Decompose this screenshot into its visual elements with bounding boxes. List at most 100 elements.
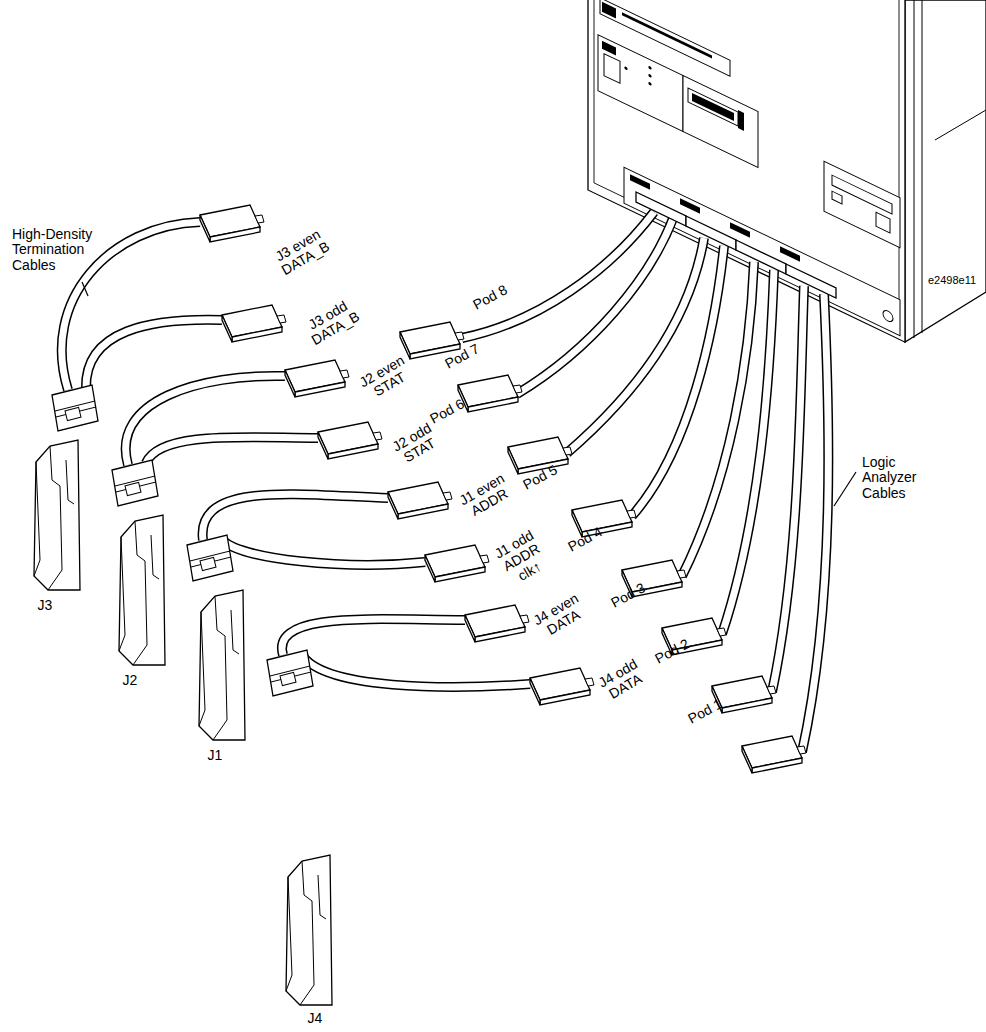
drawing-part	[622, 12, 712, 58]
drawing-part	[602, 2, 616, 19]
termination-pods	[200, 205, 594, 705]
drawing-part	[648, 81, 651, 86]
drawing-part	[780, 246, 800, 262]
drawing-part	[285, 360, 349, 397]
drawing-part	[922, 0, 923, 333]
figure-id: e2498e11	[928, 274, 976, 286]
drawing-part	[187, 535, 233, 581]
drawing-part	[648, 73, 651, 78]
drawing-part	[286, 855, 332, 1005]
drawing-part	[722, 270, 774, 634]
drawing-part	[686, 216, 736, 250]
drawing-part	[786, 264, 836, 298]
pod-label: Pod 2	[652, 637, 692, 668]
drawing-part	[736, 240, 786, 274]
drawing-part	[221, 538, 425, 565]
drawing-part	[282, 619, 465, 655]
drawing-part	[86, 320, 222, 388]
part-label: J3	[38, 598, 53, 613]
drawing-part	[62, 222, 530, 687]
termination-plugs	[52, 385, 313, 696]
pod-label: Pod 1	[685, 697, 725, 728]
drawing-part	[199, 590, 245, 740]
drawing-part	[688, 88, 738, 126]
drawing-part	[267, 650, 313, 696]
pod-label: Pod 8	[470, 283, 510, 314]
drawing-part	[318, 422, 382, 459]
drawing-part	[680, 198, 700, 214]
drawing-part	[146, 437, 318, 463]
termination-cables	[62, 222, 530, 687]
drawing-part	[632, 246, 724, 516]
drawing-part	[632, 246, 724, 516]
drawing-part	[465, 605, 529, 642]
drawing-part	[425, 545, 489, 582]
drawing-part	[221, 538, 425, 565]
drawing-part	[222, 305, 286, 342]
drawing-part	[62, 222, 530, 687]
drawing-part	[824, 161, 900, 247]
drawing-part	[146, 437, 318, 463]
drawing-part	[301, 653, 530, 687]
logic-analyzer-cables	[462, 212, 828, 752]
drawing-part	[772, 286, 804, 692]
connector-label: J3 even DATA_B	[267, 223, 336, 281]
drawing-part	[692, 93, 734, 121]
drawing-part	[604, 54, 620, 84]
drawing-part	[772, 286, 804, 692]
drawing-part	[301, 653, 530, 687]
drawing-part	[203, 494, 388, 540]
receptacles	[34, 440, 332, 1005]
drawing-part	[738, 110, 744, 131]
analyzer-pods	[400, 322, 806, 773]
drawing-part	[462, 212, 828, 752]
connector-label: J3 odd DATA_B	[297, 293, 366, 351]
instrument	[588, 0, 986, 342]
pod-label: Pod 4	[565, 525, 605, 556]
drawing-part	[462, 212, 654, 338]
drawing-part	[203, 494, 388, 540]
callout-label: Logic Analyzer Cables	[862, 455, 934, 501]
leader-line	[82, 282, 88, 296]
connector-label: J1 odd ADDR clk↑	[488, 525, 556, 591]
part-label: J1	[208, 748, 223, 763]
drawing-part	[683, 76, 758, 168]
pod-connectors	[636, 192, 836, 298]
connector-label: J4 odd DATA	[589, 652, 655, 708]
drawing-part	[624, 66, 627, 71]
drawing-part	[730, 222, 750, 238]
drawing-part	[462, 212, 828, 752]
pod-label: Pod 3	[608, 581, 648, 612]
drawing-part	[682, 262, 754, 576]
drawing-part	[802, 294, 828, 752]
drawing-part	[34, 440, 80, 590]
connector-label: J1 even ADDR	[453, 468, 519, 524]
drawing-part	[832, 191, 842, 204]
drawing-part	[883, 309, 893, 324]
drawing-part	[52, 385, 98, 431]
drawing-part	[458, 375, 522, 412]
drawing-part	[282, 619, 465, 655]
drawing-part	[876, 212, 890, 233]
part-label: J4	[308, 1011, 323, 1026]
drawing-part	[832, 175, 892, 214]
drawing-part	[530, 668, 594, 705]
connector-label: J2 even STAT	[353, 350, 419, 406]
connector-label: J4 even DATA	[527, 588, 593, 644]
drawing-part	[200, 205, 264, 242]
drawing-part	[905, 0, 986, 342]
drawing-part	[388, 482, 452, 519]
drawing-part	[119, 515, 165, 665]
drawing-part	[126, 376, 285, 465]
drawing-part	[112, 460, 158, 506]
drawing-part	[630, 174, 650, 190]
drawing-part	[914, 0, 915, 338]
drawing-part	[86, 320, 222, 388]
callout-label: High-Density Termination Cables	[12, 227, 112, 273]
drawing-part	[598, 35, 683, 132]
drawing-part	[648, 65, 651, 70]
leader-line	[834, 472, 856, 506]
drawing-part	[742, 736, 806, 773]
drawing-part	[624, 167, 900, 335]
